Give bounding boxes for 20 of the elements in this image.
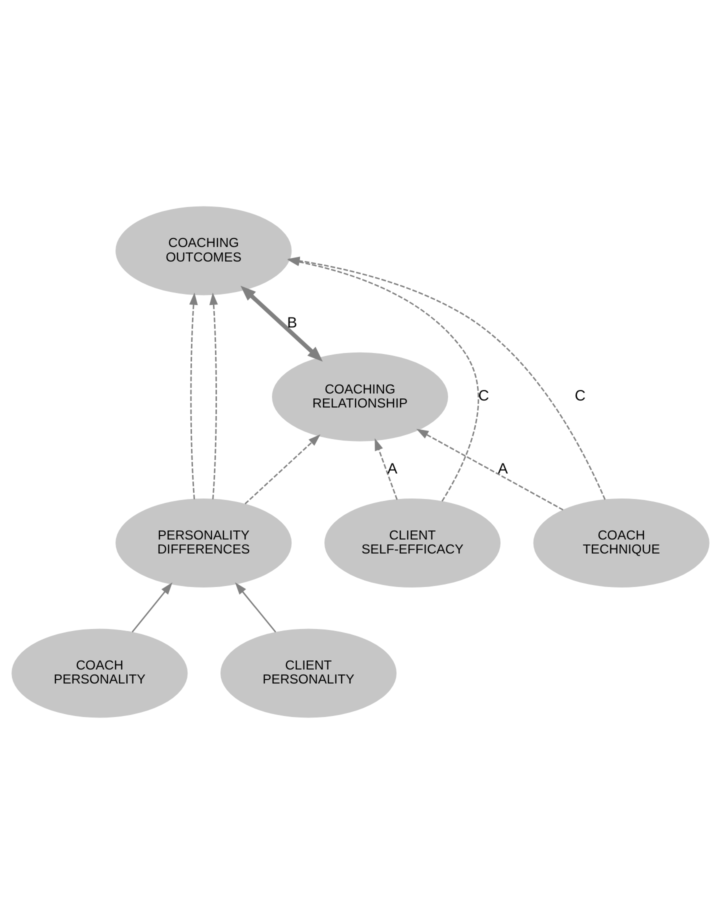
- arrow: [416, 428, 564, 510]
- arrow: [132, 582, 172, 632]
- node-ellipse: CLIENT PERSONALITY: [220, 628, 397, 718]
- arrow: [209, 292, 218, 499]
- node-ellipse: PERSONALITY DIFFERENCES: [116, 498, 292, 588]
- edge-label: A: [387, 460, 398, 478]
- node-ellipse: COACHING RELATIONSHIP: [272, 352, 448, 441]
- edge-label: C: [574, 386, 586, 404]
- node-ellipse: COACH TECHNIQUE: [533, 498, 710, 588]
- arrow: [235, 582, 276, 632]
- arrow: [240, 285, 323, 362]
- arrow: [374, 438, 398, 500]
- edge-label: A: [498, 460, 508, 478]
- node-ellipse: CLIENT SELF-EFFICACY: [324, 498, 501, 588]
- arrow: [244, 434, 320, 504]
- edge-label: C: [478, 386, 490, 404]
- node-ellipse: COACHING OUTCOMES: [116, 206, 292, 295]
- edge-label: B: [287, 314, 298, 331]
- arrow: [189, 292, 198, 499]
- node-ellipse: COACH PERSONALITY: [12, 628, 188, 718]
